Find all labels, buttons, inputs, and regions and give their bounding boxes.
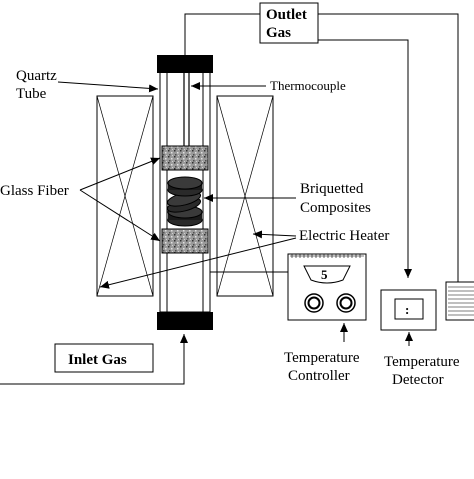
controller-display (303, 265, 351, 284)
quartz-tube-label-2: Tube (16, 86, 47, 102)
bottom-cap (157, 312, 213, 330)
inlet-gas-line (0, 334, 188, 385)
detector-display-value: : (405, 302, 409, 317)
glass-fiber-arrow-bottom (79, 189, 161, 242)
outlet-gas-label-2: Gas (266, 25, 291, 41)
inlet-gas-label: Inlet Gas (68, 352, 127, 368)
briquetted-composites (166, 176, 203, 227)
glass-fiber-bottom (161, 228, 209, 254)
outlet-gas-line (184, 13, 459, 288)
electric-heater-left (96, 95, 154, 297)
glass-fiber-label: Glass Fiber (0, 183, 69, 199)
temperature-controller-label-1: Temperature (284, 350, 360, 366)
temperature-detector-label-2: Detector (392, 372, 444, 388)
outlet-gas-label-1: Outlet (266, 7, 307, 23)
temperature-detector: : (380, 289, 437, 331)
detector-display (394, 298, 424, 320)
temperature-controller: 5 (287, 253, 367, 321)
controller-display-value: 5 (321, 267, 328, 282)
inlet-gas-box: Inlet Gas (54, 343, 154, 373)
glass-fiber-arrow-top (79, 157, 161, 191)
thermocouple-label: Thermocouple (270, 78, 346, 93)
briquetted-label-1: Briquetted (300, 181, 364, 197)
outlet-gas-box: Outlet Gas (259, 2, 319, 44)
briquetted-label-2: Composites (300, 200, 371, 216)
top-cap (157, 55, 213, 73)
quartz-tube-arrow (57, 81, 159, 93)
temperature-controller-label-2: Controller (288, 368, 350, 384)
electric-heater-arrow-left (99, 237, 297, 289)
electric-heater-arrow-right (252, 230, 297, 239)
electric-heater-right (216, 95, 274, 297)
electric-heater-label: Electric Heater (299, 228, 389, 244)
glass-fiber-top (161, 145, 209, 171)
temperature-detector-label-1: Temperature (384, 354, 460, 370)
quartz-tube-label-1: Quartz (16, 68, 57, 84)
exhaust-vessel (445, 281, 474, 321)
